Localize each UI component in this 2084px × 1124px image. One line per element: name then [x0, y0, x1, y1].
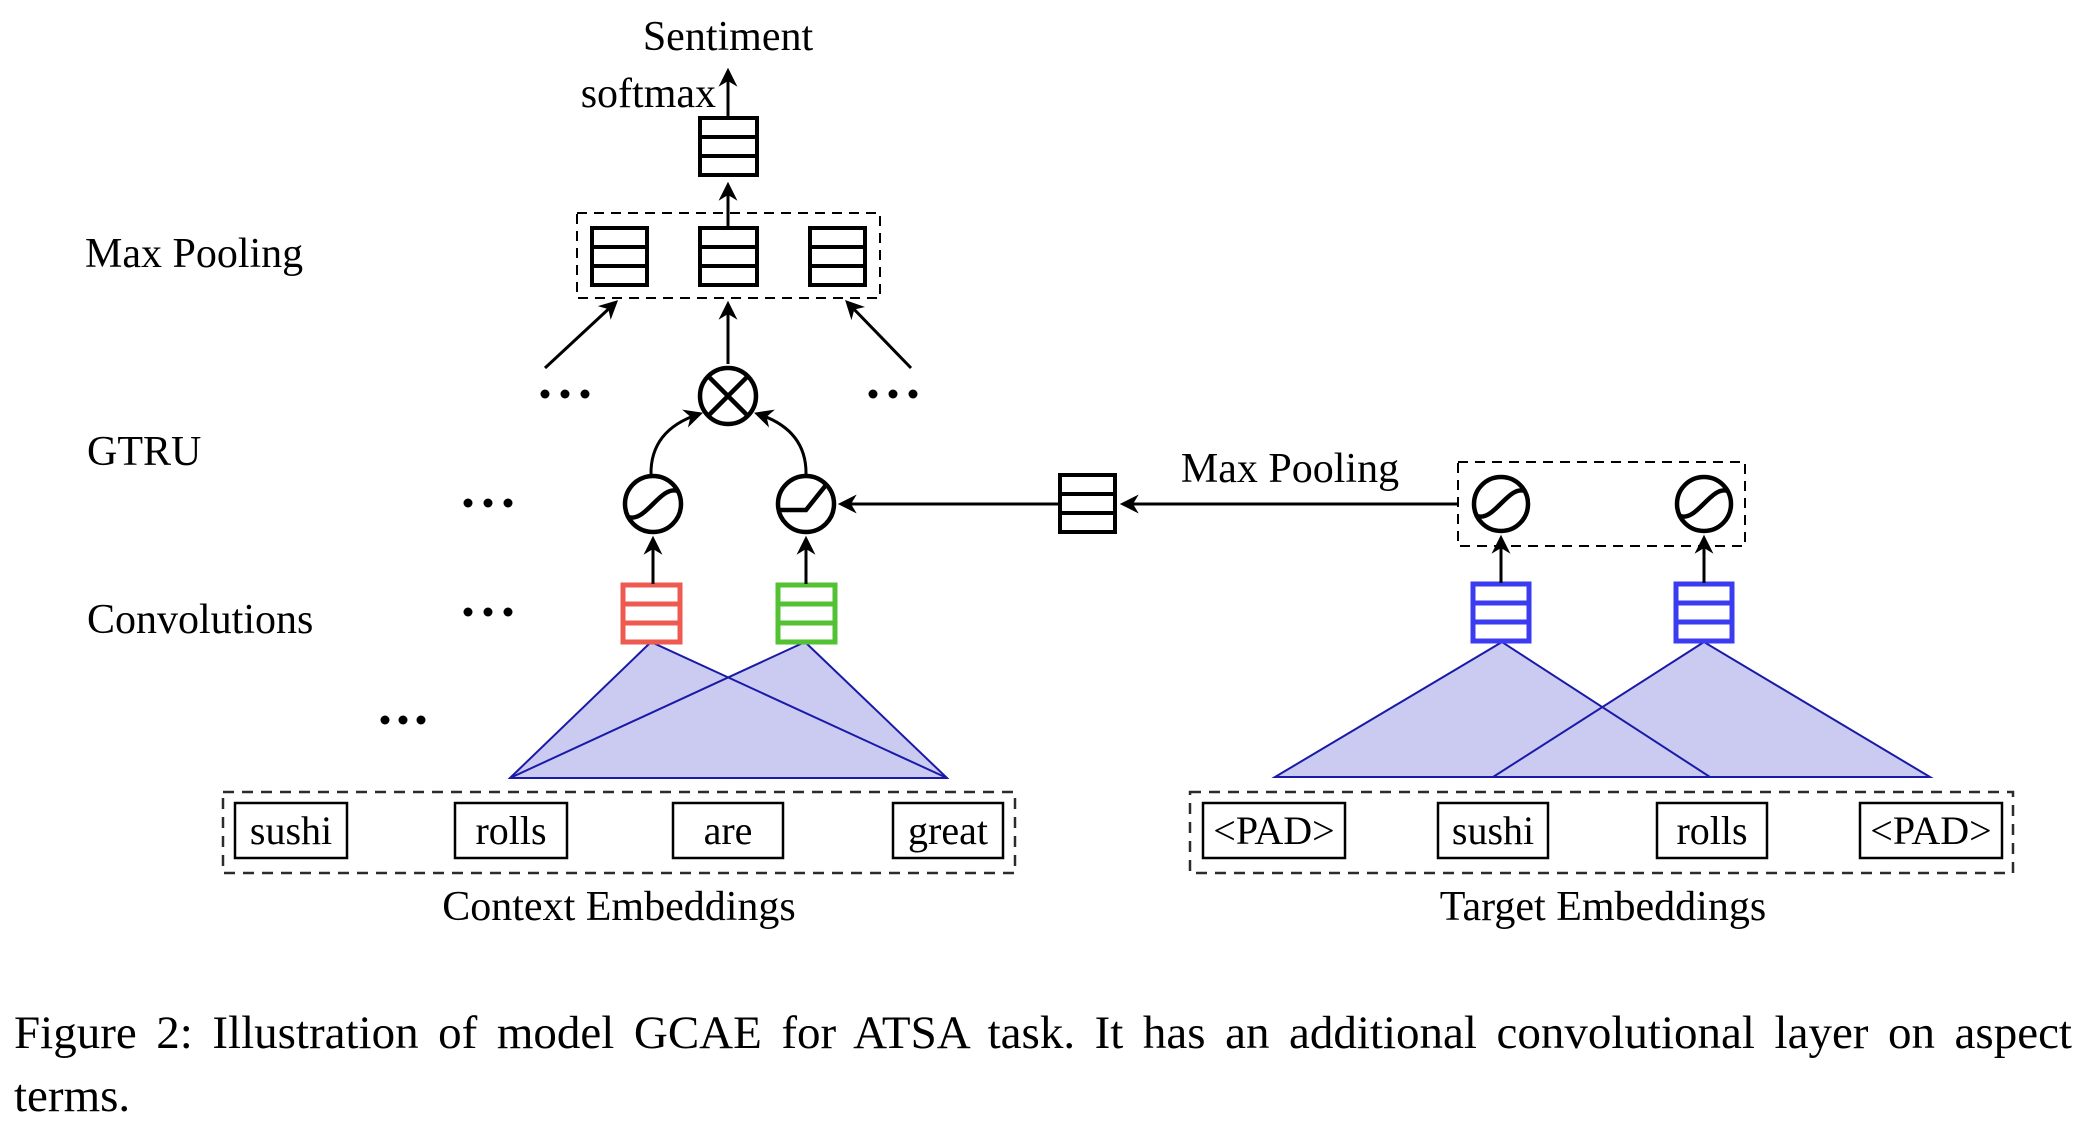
label-max-pooling-right: Max Pooling: [1181, 446, 1399, 492]
context-word-boxes: sushi rolls are great: [233, 801, 1005, 860]
target-word-4: <PAD>: [1870, 808, 1991, 853]
softmax-input-vector: [698, 116, 759, 177]
aspect-pooled-vector: [1058, 473, 1117, 534]
figure-caption: Figure 2: Illustration of model GCAE for…: [14, 1002, 2072, 1124]
max-pool-vector-1: [590, 226, 649, 287]
caption-line-1: Figure 2: Illustration of model GCAE for…: [14, 1007, 2072, 1059]
arrow-relu-to-multiply: [754, 409, 808, 476]
arrow-into-pool-right: [845, 299, 913, 370]
label-convolutions: Convolutions: [87, 597, 313, 643]
max-pool-vector-2: [698, 226, 759, 287]
target-embeddings-dashed-box: [1188, 790, 2015, 875]
max-pool-vector-3: [808, 226, 867, 287]
context-word-4: great: [908, 808, 988, 853]
aspect-gate-node-2: [1674, 474, 1734, 534]
label-max-pooling-left: Max Pooling: [85, 231, 303, 277]
context-conv-feature-green: [775, 582, 838, 645]
aspect-gate-node-1: [1471, 474, 1531, 534]
label-gtru: GTRU: [87, 429, 201, 475]
caption-line-2: terms.: [14, 1070, 131, 1122]
relu-gate-node: [775, 473, 837, 535]
label-target-embeddings: Target Embeddings: [1440, 884, 1766, 930]
context-word-2: rolls: [475, 808, 546, 853]
ellipsis-dots: [380, 389, 918, 725]
max-pooling-dashed-box: [576, 212, 881, 299]
tanh-gate-node: [622, 473, 684, 535]
label-softmax: softmax: [581, 71, 716, 117]
target-word-boxes: <PAD> sushi rolls <PAD>: [1201, 801, 2004, 860]
context-conv-windows: [507, 640, 950, 779]
target-word-3: rolls: [1676, 808, 1747, 853]
target-conv-feature-1: [1470, 581, 1532, 644]
flow-arrows: [543, 67, 1714, 584]
target-word-2: sushi: [1452, 808, 1534, 853]
arrow-into-pool-left: [543, 300, 619, 370]
label-context-embeddings: Context Embeddings: [442, 884, 795, 930]
context-word-1: sushi: [250, 808, 332, 853]
multiply-node: [697, 365, 759, 427]
arrow-tanh-to-multiply: [649, 409, 703, 476]
context-word-3: are: [704, 808, 753, 853]
label-sentiment: Sentiment: [643, 14, 814, 60]
target-conv-windows: [1271, 640, 1934, 778]
context-conv-feature-red: [620, 582, 683, 645]
target-word-1: <PAD>: [1213, 808, 1334, 853]
target-conv-feature-2: [1673, 581, 1735, 644]
